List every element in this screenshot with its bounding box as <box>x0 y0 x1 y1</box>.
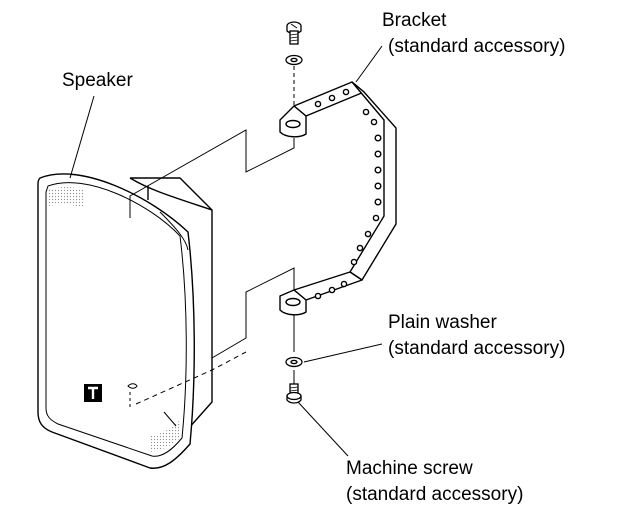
plain-washer-label-line1: Plain washer <box>388 312 497 333</box>
grille-shade-top <box>48 187 84 208</box>
mounting-hole-marker <box>127 383 138 408</box>
speaker-label: Speaker <box>62 70 133 91</box>
bracket-label: Bracket (standard accessory) <box>382 8 565 60</box>
callout-leaders <box>69 45 383 457</box>
grille-shade-bottom <box>150 420 180 452</box>
bottom-machine-screw-icon <box>286 383 302 404</box>
plain-washer-label-line2: (standard accessory) <box>388 338 566 359</box>
machine-screw-label-line2: (standard accessory) <box>346 484 524 505</box>
washer-leader <box>303 343 383 363</box>
speaker-leader <box>69 95 95 179</box>
toa-logo-icon <box>84 384 102 402</box>
bracket-label-line1: Bracket <box>382 10 447 31</box>
screw-leader <box>297 401 349 457</box>
plain-washer-label: Plain washer (standard accessory) <box>388 310 565 362</box>
speaker-front-panel <box>37 173 195 469</box>
bottom-plain-washer-icon <box>285 356 303 368</box>
machine-screw-label-line1: Machine screw <box>346 458 473 479</box>
alignment-lines <box>129 66 295 405</box>
bracket-icon <box>279 81 397 316</box>
speaker-body <box>37 173 213 469</box>
bracket-label-line2: (standard accessory) <box>388 36 566 57</box>
top-plain-washer-icon <box>285 54 303 66</box>
top-machine-screw-icon <box>286 21 302 45</box>
machine-screw-label: Machine screw (standard accessory) <box>346 456 523 508</box>
bracket-leader <box>355 45 383 83</box>
